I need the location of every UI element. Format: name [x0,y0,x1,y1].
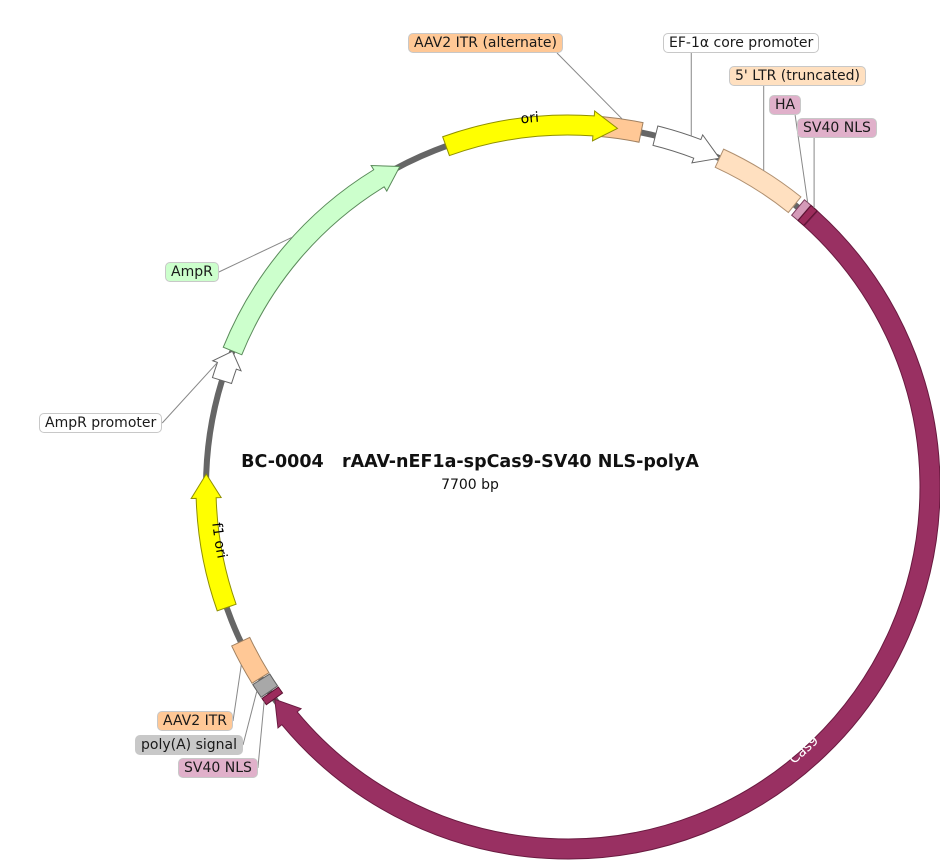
features-layer [190,109,940,860]
label-polya[interactable]: poly(A) signal [135,735,243,755]
plasmid-name: BC-0004 rAAV-nEF1a-spCas9-SV40 NLS-polyA [241,452,699,472]
feature-cas9[interactable] [274,210,940,860]
feature-aav2-itr-bottom[interactable] [231,636,270,684]
leader-ampr [218,236,293,273]
plasmid-size: 7700 bp [441,477,499,493]
leader-sv40-nls-2 [257,701,265,769]
inline-label-ori: ori [520,110,540,128]
feature-ampr[interactable] [222,164,401,356]
feature-sv40-nls-1[interactable] [797,204,818,227]
label-aav2-itr-top[interactable]: AAV2 ITR (alternate) [408,33,564,53]
feature-f1-ori[interactable] [190,473,237,612]
leader-aav2-itr-bottom [232,664,242,722]
leader-ampr-promoter [161,362,218,424]
label-ampr-promoter[interactable]: AmpR promoter [39,413,163,433]
feature-ltr-5[interactable] [714,148,802,214]
feature-polya[interactable] [252,673,279,698]
inline-label-text-f1-ori: f1 ori [208,522,229,560]
leader-polya [242,690,258,746]
inline-path-cas9 [642,598,908,837]
label-ampr[interactable]: AmpR [165,262,219,282]
leader-aav2-itr-top [556,52,623,120]
feature-ef1a-promoter[interactable] [652,125,721,164]
feature-sv40-nls-2[interactable] [261,686,284,706]
label-sv40-nls-2[interactable]: SV40 NLS [178,758,258,778]
feature-ampr-promoter[interactable] [211,350,242,385]
label-ltr-5[interactable]: 5' LTR (truncated) [729,66,866,86]
label-aav2-itr-bottom[interactable]: AAV2 ITR [157,711,233,731]
inline-label-text-ori: ori [520,110,540,128]
label-ef1a-promoter[interactable]: EF-1α core promoter [663,33,820,53]
label-ha-tag[interactable]: HA [769,95,802,115]
inline-label-f1-ori: f1 ori [208,522,229,560]
leaders-layer [161,52,815,769]
feature-ori[interactable] [442,109,619,157]
label-sv40-nls-1[interactable]: SV40 NLS [797,118,877,138]
